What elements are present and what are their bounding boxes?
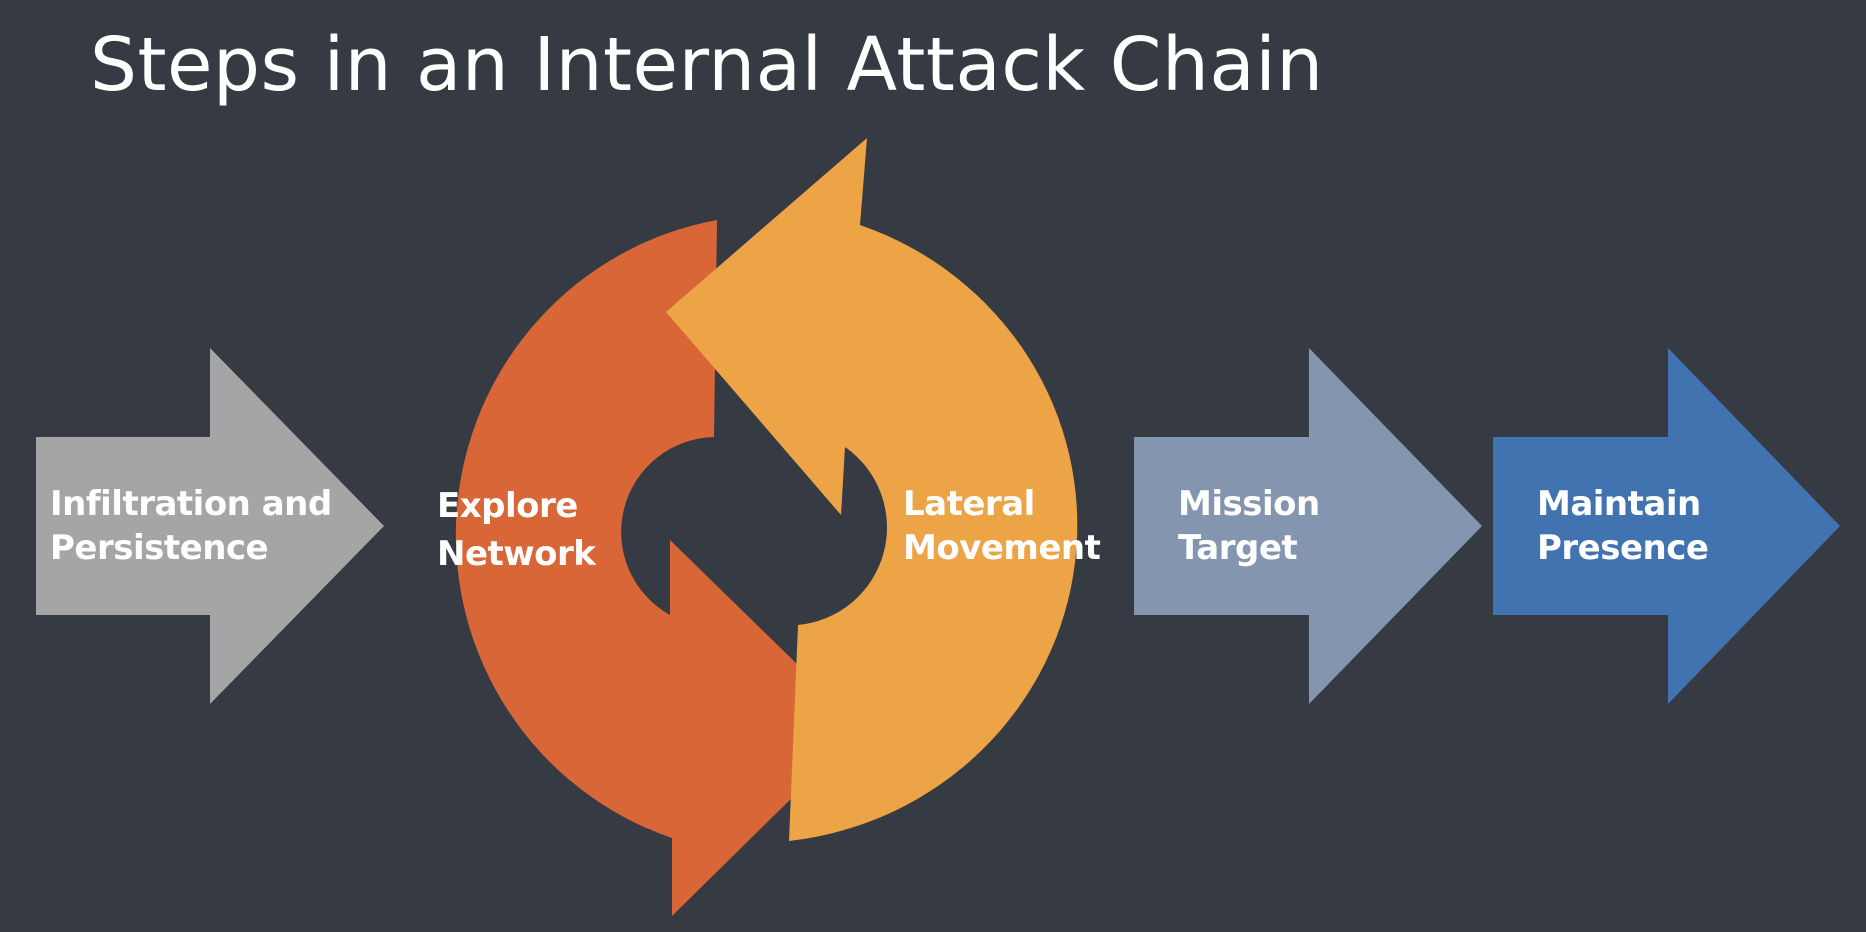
step-label-line: Explore	[437, 486, 578, 526]
step-label-line: Network	[437, 534, 596, 574]
step-label-infiltration: Infiltration and Persistence	[50, 482, 332, 570]
lateral-cycle-arrow	[666, 138, 1078, 841]
step-label-line: Target	[1178, 528, 1298, 568]
step-label-line: Lateral	[903, 484, 1035, 524]
mission-target-arrow	[1134, 348, 1482, 704]
step-label-line: Persistence	[50, 528, 269, 568]
infiltration-arrow	[36, 348, 384, 704]
step-label-explore: Explore Network	[437, 482, 596, 578]
maintain-presence-arrow	[1493, 348, 1840, 704]
page-title: Steps in an Internal Attack Chain	[90, 22, 1324, 108]
step-label-line: Infiltration and	[50, 484, 332, 524]
step-label-mission: Mission Target	[1178, 482, 1320, 570]
step-label-line: Movement	[903, 528, 1101, 568]
step-label-line: Mission	[1178, 484, 1320, 524]
step-label-line: Presence	[1537, 528, 1709, 568]
step-label-lateral: Lateral Movement	[903, 482, 1101, 570]
step-label-maintain: Maintain Presence	[1537, 482, 1709, 570]
explore-cycle-arrow	[455, 220, 800, 916]
step-label-line: Maintain	[1537, 484, 1701, 524]
